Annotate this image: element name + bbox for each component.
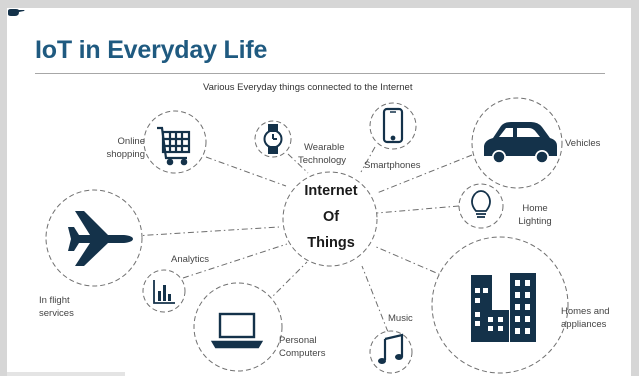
computers-circle: [193, 282, 283, 372]
label-home-lighting: Home Lighting: [513, 202, 557, 228]
connector-shopping: [205, 156, 287, 187]
light-bulb-icon: [471, 190, 491, 218]
slide: IoT in Everyday Life Various Everyday th…: [7, 8, 631, 376]
connector-homes: [373, 245, 449, 279]
connector-analytics: [182, 243, 288, 279]
bar-chart-icon: [153, 280, 175, 304]
label-online-shopping-line2: shopping: [106, 149, 145, 160]
center-line-3: Things: [307, 235, 355, 251]
label-in-flight-line2: services: [39, 308, 74, 319]
label-in-flight-line1: In flight: [39, 295, 70, 306]
shopping-cart-icon: [157, 126, 191, 166]
smartphone-circle: [369, 102, 417, 150]
center-line-2: Of: [322, 209, 340, 225]
subtitle: Various Everyday things connected to the…: [203, 82, 413, 93]
center-line-1: Internet: [304, 183, 358, 199]
label-vehicles: Vehicles: [565, 138, 601, 149]
connector-computers: [266, 261, 308, 303]
label-personal-computers-line2: Computers: [279, 348, 326, 359]
label-online-shopping: Online shopping: [93, 135, 145, 161]
car-icon: [484, 122, 557, 164]
smartphone-icon: [382, 107, 404, 144]
slide-title: IoT in Everyday Life: [35, 36, 268, 64]
airplane-icon: [68, 211, 133, 266]
pointing-hand-icon: [8, 9, 25, 16]
wristwatch-icon: [263, 124, 283, 154]
label-in-flight: In flight services: [39, 294, 74, 320]
label-online-shopping-line1: Online: [117, 136, 145, 147]
connector-smartphones: [360, 146, 376, 173]
connector-music: [361, 265, 389, 333]
label-home-lighting-line2: Lighting: [518, 216, 552, 227]
connector-flight: [133, 226, 280, 237]
music-note-icon: [378, 333, 404, 364]
lighting-circle: [458, 183, 504, 229]
label-smartphones: Smartphones: [364, 160, 421, 171]
label-personal-computers: Personal Computers: [279, 334, 325, 360]
title-divider: [35, 73, 605, 74]
label-analytics: Analytics: [171, 254, 210, 265]
connector-lines: [133, 146, 473, 333]
connector-wearable: [287, 153, 309, 174]
corner-strip: [7, 372, 125, 376]
connector-lighting: [376, 205, 460, 214]
node-circles: [45, 97, 569, 374]
label-personal-computers-line1: Personal: [279, 335, 317, 346]
connector-vehicles: [376, 154, 473, 194]
label-homes-appliances: Homes and appliances: [561, 305, 610, 331]
diagram-graphics: [45, 97, 569, 374]
label-homes-line2: appliances: [561, 319, 607, 330]
label-wearable-line1: Wearable: [304, 142, 345, 153]
label-music: Music: [388, 313, 413, 324]
label-home-lighting-line1: Home: [522, 203, 548, 214]
label-homes-line1: Homes and: [561, 306, 610, 317]
center-circle: [282, 171, 378, 267]
buildings-icon: [471, 273, 536, 342]
homes-circle: [431, 236, 569, 374]
laptop-icon: [210, 312, 264, 349]
center-label: Internet Of Things: [283, 178, 379, 256]
label-wearable: Wearable Technology: [298, 141, 346, 167]
label-wearable-line2: Technology: [298, 155, 347, 166]
